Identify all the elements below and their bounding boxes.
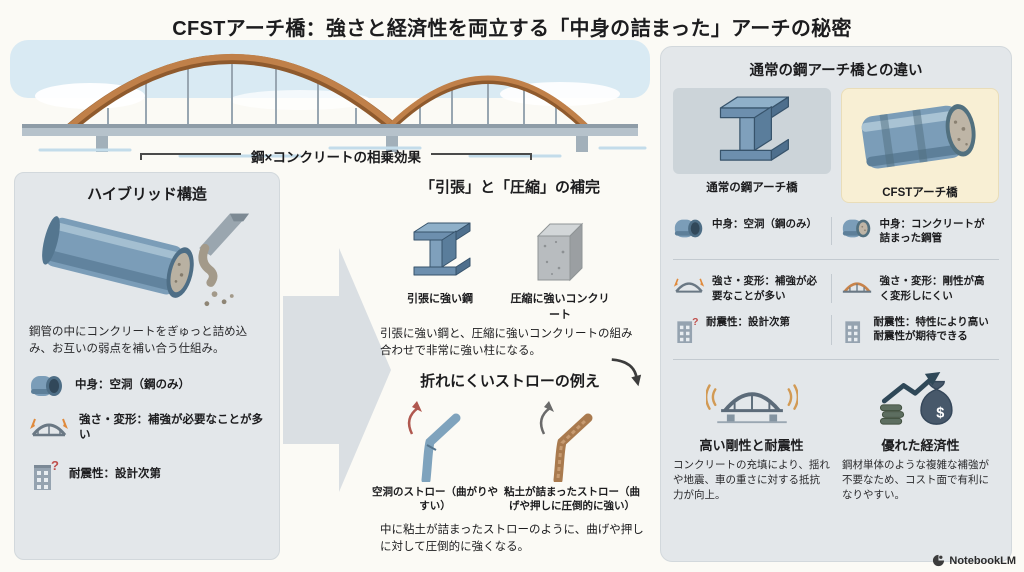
comparison-panel: 通常の鋼アーチ橋との違い — [660, 46, 1012, 562]
normal-seismic-cell: ? 耐震性：設計次第 — [673, 314, 832, 345]
notebooklm-logo-icon — [933, 554, 945, 567]
divider-line — [673, 259, 999, 261]
cfst-seismic-cell: 耐震性：特性により高い耐震性が期待できる — [841, 315, 999, 345]
normal-bridge-column: 通常の鋼アーチ橋 — [673, 88, 831, 203]
concrete-pouring-illustration — [41, 213, 249, 307]
benefit-description: 鋼材単体のような複雑な補強が不要なため、コスト面で有利になりやすい。 — [842, 458, 989, 502]
building-icon — [844, 321, 860, 343]
cell-text: 耐震性：特性により高い耐震性が期待できる — [873, 315, 989, 342]
cell-text: 強さ・変形：剛性が高く変形しにくい — [879, 275, 985, 302]
comparison-columns: 通常の鋼アーチ橋 — [673, 88, 999, 203]
benefit-rigidity: 高い剛性と耐震性 コンクリートの充填により、揺れや地震、車の重さに対する抵抗力が… — [673, 372, 830, 504]
list-item-label: 強さ・変形：補強が必要なことが多い — [79, 413, 263, 442]
benefits-section: 高い剛性と耐震性 コンクリートの充填により、揺れや地震、車の重さに対する抵抗力が… — [673, 371, 999, 504]
hybrid-structure-panel: ハイブリッド構造 鋼管の中にコンクリートをぎゅっと詰め込み、お互いの弱点を補い合… — [14, 172, 280, 560]
i-beam-icon — [719, 96, 789, 161]
steel-tube-icon — [31, 375, 62, 396]
synergy-header: 鋼×コンクリートの相乗効果 — [140, 146, 533, 166]
arch-icon — [842, 282, 871, 294]
cfst-tube-icon — [842, 219, 870, 238]
benefit-economy: $ 優れた経済性 鋼材単体のような複雑な補強が不要なため、コスト面で有利になりや… — [842, 371, 999, 504]
bridge-deform-icon — [673, 278, 705, 293]
list-item: 中身：空洞（鋼のみ） — [29, 373, 265, 399]
arch-bridge-illustration — [10, 40, 650, 158]
benefit-description: コンクリートの充填により、揺れや地震、車の重さに対する抵抗力が向上。 — [673, 458, 830, 502]
synergy-header-label: 鋼×コンクリートの相乗効果 — [251, 150, 421, 165]
normal-strength-cell: 強さ・変形：補強が必要なことが多い — [673, 274, 832, 303]
divider-line — [430, 152, 533, 160]
steel-tube-icon — [674, 219, 703, 238]
quake-bridge-icon — [704, 383, 799, 423]
cell-text: 中身：空洞（鋼のみ） — [712, 218, 817, 230]
brand-label: NotebookLM — [949, 554, 1016, 567]
complement-description: 引張に強い鋼と、圧縮に強いコンクリートの組み合わせで非常に強い柱になる。 — [380, 328, 633, 358]
cfst-core-cell: 中身：コンクリートが詰まった鋼管 — [841, 217, 999, 245]
svg-text:?: ? — [692, 316, 698, 327]
normal-core-cell: 中身：空洞（鋼のみ） — [673, 217, 832, 246]
cfst-tube-icon — [861, 104, 976, 169]
i-beam-icon — [413, 222, 471, 276]
benefit-title: 優れた経済性 — [881, 437, 960, 453]
cfst-bridge-caption: CFSTアーチ橋 — [882, 187, 958, 199]
table-row: 中身：空洞（鋼のみ） 中身：コンクリートが詰まった鋼管 — [673, 211, 999, 251]
cell-text: 耐震性：設計次第 — [706, 315, 790, 328]
concrete-label: 圧縮に強いコンクリート — [510, 293, 610, 321]
cfst-bridge-image — [846, 93, 994, 179]
concrete-block-icon — [536, 222, 584, 282]
straw-heading: 折れにくいストローの例え — [420, 373, 600, 390]
arrow-right-icon — [283, 248, 391, 492]
comparison-heading: 通常の鋼アーチ橋との違い — [749, 63, 923, 79]
normal-bridge-image — [673, 88, 831, 174]
list-item: ? 耐震性：設計次第 — [29, 458, 265, 492]
list-item: 強さ・変形：補強が必要なことが多い — [29, 413, 265, 444]
table-row: ? 耐震性：設計次第 耐震性：特性により高い耐震性が期待できる — [673, 309, 999, 351]
svg-text:?: ? — [51, 458, 59, 473]
complement-heading: 「引張」と「圧縮」の補完 — [419, 179, 600, 196]
hybrid-structure-heading: ハイブリッド構造 — [87, 186, 207, 203]
brand-footer: NotebookLM — [932, 554, 1016, 567]
hollow-straw-label: 空洞のストロー（曲がりやすい） — [372, 486, 498, 512]
building-icon: ? — [677, 316, 698, 343]
hollow-straw-icon — [407, 401, 461, 482]
list-item-label: 耐震性：設計次第 — [69, 467, 161, 480]
filled-straw-label: 粘土が詰まったストロー（曲げや押しに圧倒的に強い） — [503, 486, 641, 512]
economy-icon: $ — [879, 371, 953, 425]
divider-line — [673, 358, 999, 360]
comparison-rows: 中身：空洞（鋼のみ） 中身：コンクリートが詰まった鋼管 — [673, 211, 999, 360]
cell-text: 中身：コンクリートが詰まった鋼管 — [879, 218, 985, 245]
hybrid-structure-description: 鋼管の中にコンクリートをぎゅっと詰め込み、お互いの弱点を補い合う仕組み。 — [29, 326, 248, 356]
normal-bridge-caption: 通常の鋼アーチ橋 — [706, 182, 798, 194]
page-title: CFSTアーチ橋：強さと経済性を両立する「中身の詰まった」アーチの秘密 — [172, 18, 852, 40]
bridge-deform-icon — [30, 418, 68, 437]
cfst-bridge-column: CFSTアーチ橋 — [840, 88, 999, 203]
svg-text:$: $ — [936, 405, 944, 421]
building-icon: ? — [34, 458, 59, 490]
divider-line — [140, 152, 242, 160]
steel-label: 引張に強い鋼 — [407, 293, 473, 305]
table-row: 強さ・変形：補強が必要なことが多い 強さ・変形：剛性が高く変形しにくい — [673, 268, 999, 308]
benefit-title: 高い剛性と耐震性 — [699, 437, 804, 453]
straw-description: 中に粘土が詰まったストローのように、曲げや押しに対して圧倒的に強くなる。 — [380, 524, 644, 554]
cell-text: 強さ・変形：補強が必要なことが多い — [712, 275, 817, 302]
cfst-strength-cell: 強さ・変形：剛性が高く変形しにくい — [841, 274, 999, 302]
filled-straw-icon — [539, 401, 593, 482]
curved-arrow-icon — [611, 358, 642, 387]
list-item-label: 中身：空洞（鋼のみ） — [75, 378, 190, 391]
